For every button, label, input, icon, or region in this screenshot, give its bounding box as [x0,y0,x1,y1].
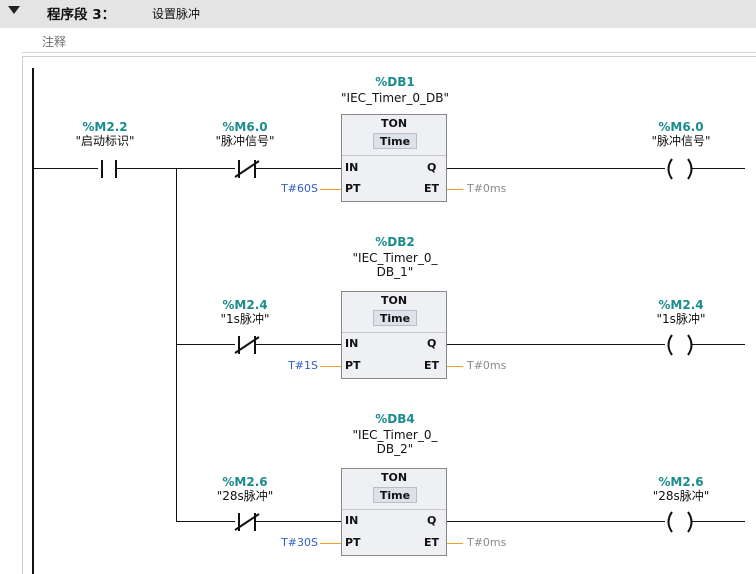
time-type-label: Time [373,487,417,503]
rung3-wire-b [256,521,341,522]
contact-m2-6-label: %M2.6 "28s脉冲" [216,475,274,503]
network-header[interactable]: 程序段 3： 设置脉冲 [0,0,756,28]
pin-in: IN [345,161,359,174]
pt-wire [320,543,341,544]
pin-q: Q [427,514,437,527]
ton-block-db2[interactable]: TON Time [341,291,447,379]
time-type-label: Time [373,133,417,149]
coil-m2-4-label: %M2.4 "1s脉冲" [656,298,706,326]
time-type-label: Time [373,310,417,326]
network-subtitle: 设置脉冲 [152,7,201,21]
et-wire [447,543,463,544]
pin-in: IN [345,337,359,350]
collapse-triangle-icon[interactable] [8,6,20,14]
rung1-wire-e [692,168,745,169]
pin-et: ET [424,536,440,549]
pt-value[interactable]: T#1S [288,359,318,372]
ton-block-db1[interactable]: TON Time [341,114,447,202]
coil-m6-0-label: %M6.0 "脉冲信号" [651,120,711,148]
ton-type-label: TON [380,471,408,484]
contact-m6-0-label: %M6.0 "脉冲信号" [215,120,275,148]
rung2-wire-b [256,344,341,345]
coil-m6-0[interactable] [665,158,695,180]
rung1-wire-c [256,168,341,169]
left-power-rail [32,68,34,574]
pin-q: Q [427,161,437,174]
pt-value[interactable]: T#60S [281,182,318,195]
rung1-wire-d [447,168,665,169]
coil-m2-6-label: %M2.6 "28s脉冲" [652,475,710,503]
db4-address: %DB4 [375,412,415,426]
rung3-wire-c [447,521,665,522]
rung3-wire-a [176,521,235,522]
pin-pt: PT [345,182,361,195]
pin-pt: PT [345,536,361,549]
block-divider [342,155,446,156]
block-divider [342,509,446,510]
comment-placeholder: 注释 [42,35,67,49]
et-value[interactable]: T#0ms [467,359,507,372]
coil-m2-4[interactable] [665,334,695,356]
db2-address: %DB2 [375,235,415,249]
contact-m2-4-label: %M2.4 "1s脉冲" [220,298,270,326]
contact-nc-m2-6[interactable] [234,513,261,531]
contact-nc-m6-0[interactable] [234,160,261,178]
network-comment-field[interactable]: 注释 [22,30,756,53]
et-value[interactable]: T#0ms [467,536,507,549]
contact-nc-m2-4[interactable] [234,336,261,354]
pt-value[interactable]: T#30S [281,536,318,549]
ton-block-db4[interactable]: TON Time [341,468,447,556]
pin-et: ET [424,182,440,195]
et-value[interactable]: T#0ms [467,182,507,195]
contact-no-m2-2[interactable] [98,160,120,178]
pt-wire [320,189,341,190]
db4-name: "IEC_Timer_0_ DB_2" [352,428,438,456]
coil-m2-6[interactable] [665,511,695,533]
block-divider [342,332,446,333]
contact-m2-2-label: %M2.2 "启动标识" [75,120,135,148]
ladder-area[interactable] [22,56,756,574]
rung1-wire-b [117,168,235,169]
db1-name: "IEC_Timer_0_DB" [341,91,449,105]
rung1-wire-a [33,168,98,169]
rung2-wire-c [447,344,665,345]
db1-address: %DB1 [375,75,415,89]
pin-et: ET [424,359,440,372]
db2-name: "IEC_Timer_0_ DB_1" [352,251,438,279]
ton-type-label: TON [380,294,408,307]
rung3-wire-d [692,521,745,522]
network-title: 程序段 3： [47,7,116,23]
pin-q: Q [427,337,437,350]
pin-in: IN [345,514,359,527]
et-wire [447,189,463,190]
pin-pt: PT [345,359,361,372]
ton-type-label: TON [380,117,408,130]
rung2-wire-a [176,344,235,345]
rung2-wire-d [692,344,745,345]
et-wire [447,366,463,367]
pt-wire [320,366,341,367]
